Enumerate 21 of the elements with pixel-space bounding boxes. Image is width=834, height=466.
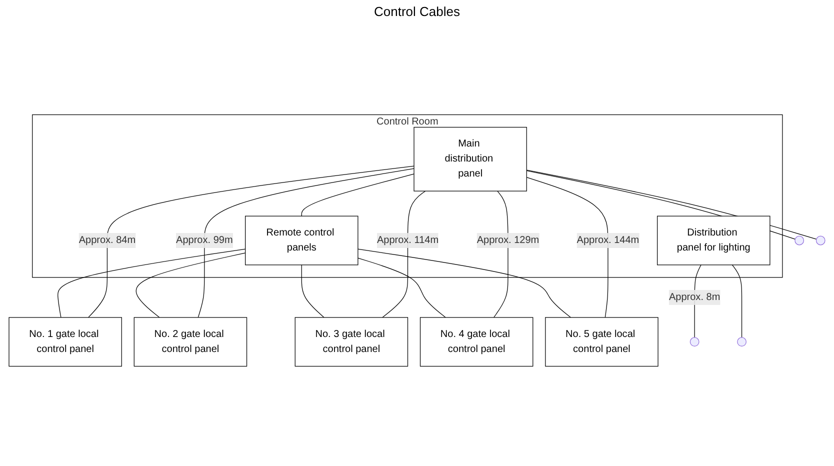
- cable-line: [136, 252, 246, 318]
- cable-line: [358, 248, 572, 318]
- cable-line: [526, 177, 608, 318]
- panel-box: No. 5 gate local control panel: [545, 317, 658, 367]
- cable-line: [732, 264, 742, 338]
- panel-box: No. 4 gate local control panel: [420, 317, 534, 367]
- cable-line: [494, 190, 508, 318]
- cable-line: [301, 174, 414, 216]
- cable-line: [301, 264, 324, 318]
- cable-line: [88, 166, 414, 318]
- panel-box: No. 2 gate local control panel: [134, 317, 248, 367]
- cable-line: [58, 248, 246, 318]
- panel-box: Distribution panel for lighting: [657, 216, 770, 266]
- panel-box: Main distribution panel: [414, 126, 527, 192]
- panel-box: No. 3 gate local control panel: [294, 317, 408, 367]
- cable-line: [358, 258, 446, 318]
- note-text: Control Cables: [374, 4, 460, 19]
- panel-box: Remote control panels: [245, 216, 358, 266]
- cable-line: [198, 168, 414, 318]
- cable-line: [382, 190, 426, 318]
- panel-box: No. 1 gate local control panel: [8, 317, 122, 367]
